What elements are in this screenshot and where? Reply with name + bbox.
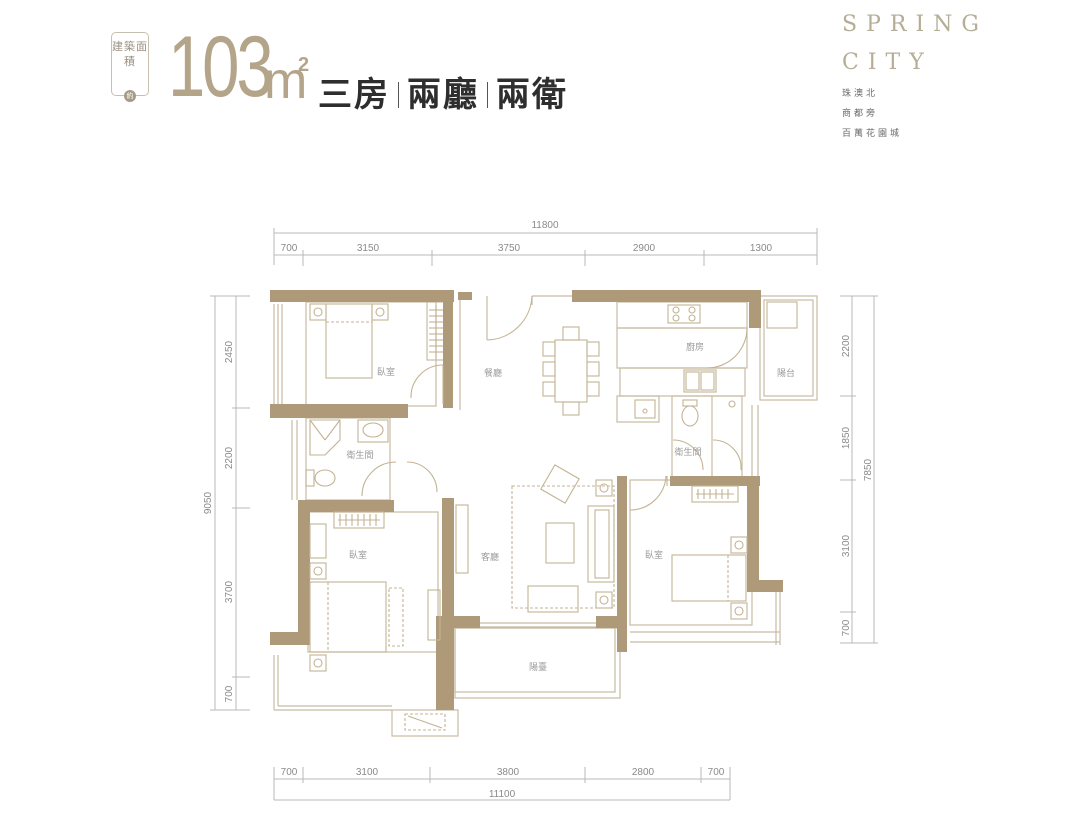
layout-baths: 兩衛 bbox=[496, 75, 568, 115]
room-label-bedroom-sw: 臥室 bbox=[349, 549, 367, 561]
dim-top-total: 11800 bbox=[531, 220, 559, 231]
layout-title: 三房 兩廳 兩衛 bbox=[318, 76, 568, 114]
brand-line-1: SPRING bbox=[842, 12, 988, 37]
dim-top: 3750 bbox=[498, 243, 521, 254]
brand-block: SPRING CITY 珠澳北 商都旁 百萬花園城 bbox=[842, 10, 988, 144]
badge-label: 建築面積 bbox=[112, 40, 148, 68]
separator bbox=[487, 82, 488, 108]
dim-top: 1300 bbox=[750, 243, 773, 254]
room-label-balcony-s: 陽臺 bbox=[529, 661, 547, 673]
dim-top: 3150 bbox=[357, 243, 380, 254]
dim-bottom: 700 bbox=[281, 767, 298, 778]
dim-right: 3100 bbox=[841, 534, 852, 557]
room-label-living: 客廳 bbox=[481, 551, 499, 563]
walls bbox=[270, 290, 783, 710]
dim-right: 2200 bbox=[841, 334, 852, 357]
furniture bbox=[305, 295, 798, 731]
badge-mark: 約 bbox=[124, 90, 136, 102]
dim-left: 700 bbox=[224, 685, 235, 702]
brand-line-2: CITY bbox=[842, 50, 933, 75]
wardrobe-icon bbox=[429, 305, 443, 358]
separator bbox=[398, 82, 399, 108]
room-label-kitchen: 廚房 bbox=[686, 341, 704, 353]
brand-taglines: 珠澳北 商都旁 百萬花園城 bbox=[842, 84, 988, 144]
tagline: 珠澳北 bbox=[842, 89, 879, 99]
dim-bottom: 3800 bbox=[497, 767, 520, 778]
dim-bottom: 2800 bbox=[632, 767, 655, 778]
dim-top: 700 bbox=[281, 243, 298, 254]
room-label-dining: 餐廳 bbox=[484, 367, 502, 379]
room-label-balcony-ne: 陽台 bbox=[777, 367, 795, 379]
room-label-bedroom-se: 臥室 bbox=[645, 549, 663, 561]
dim-right: 1850 bbox=[841, 426, 852, 449]
dim-bottom: 3100 bbox=[356, 767, 379, 778]
dim-left-total: 9050 bbox=[203, 491, 214, 514]
area-unit: m bbox=[264, 52, 308, 110]
dim-left: 3700 bbox=[224, 580, 235, 603]
dim-left: 2450 bbox=[224, 340, 235, 363]
tagline: 商都旁 bbox=[842, 109, 879, 119]
area-badge: 建築面積 約 bbox=[111, 32, 149, 102]
dim-right: 700 bbox=[841, 619, 852, 636]
layout-bedrooms: 三房 bbox=[318, 75, 390, 115]
dim-right-total: 7850 bbox=[863, 458, 874, 481]
tagline: 百萬花園城 bbox=[842, 129, 903, 139]
dim-bottom-total: 11100 bbox=[489, 789, 516, 800]
room-label-bath-e: 衛生間 bbox=[674, 446, 701, 458]
dimension-lines bbox=[210, 228, 878, 801]
dim-top: 2900 bbox=[633, 243, 656, 254]
dim-left: 2200 bbox=[224, 446, 235, 469]
room-label-bedroom-nw: 臥室 bbox=[377, 366, 395, 378]
dim-bottom: 700 bbox=[708, 767, 725, 778]
area-superscript: 2 bbox=[298, 54, 310, 76]
layout-halls: 兩廳 bbox=[407, 75, 479, 115]
room-label-bath-w: 衛生間 bbox=[346, 449, 373, 461]
area-value: 103 bbox=[168, 19, 274, 115]
